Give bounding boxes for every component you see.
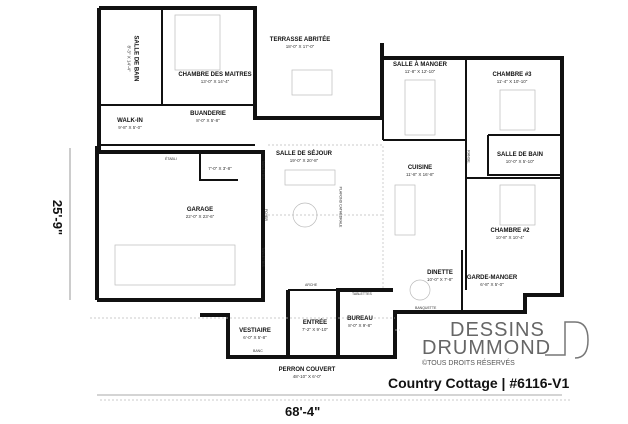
wall-right-wing [382, 56, 564, 314]
note-tablettes: TABLETTES [352, 292, 372, 296]
room-name: CHAMBRE #2 [490, 228, 530, 234]
room-name: PERRON COUVERT [278, 367, 336, 373]
dimension-line [69, 148, 562, 396]
note-banquette: BANQUETTE [415, 306, 437, 310]
room-closet: 7'-0" X 3'-8" [208, 166, 231, 172]
room-name: VESTIAIRE [239, 328, 271, 334]
bed-master [174, 14, 221, 71]
note-etabli: ÉTABLI [165, 157, 177, 161]
terrace-table [291, 69, 333, 96]
room-dims: 6'-0" X 5'-8" [243, 335, 267, 340]
room-dims: 7'-2" X 9'-10" [302, 327, 328, 332]
room-dims: 6'-8" X 5'-0" [480, 282, 504, 287]
room-dims: 11'-8" X 16'-8" [405, 172, 435, 177]
room-name: BUREAU [347, 316, 373, 322]
room-dims: 13'-0" X 14'-4" [200, 79, 230, 84]
dashed-lines [90, 144, 570, 401]
room-dims: 10'-0" X 5'-10" [505, 159, 535, 164]
kitchen-island [394, 184, 416, 236]
interior-walls [99, 8, 562, 312]
room-name: CHAMBRE #3 [492, 72, 532, 78]
logo-rights: ©TOUS DROITS RÉSERVÉS [422, 360, 515, 367]
logo-line2: DRUMMOND [422, 337, 552, 359]
room-name: CUISINE [407, 165, 433, 171]
logo-line1: DESSINS [450, 319, 545, 341]
room-dims: 11'-4" X 10'-10" [496, 79, 528, 84]
wall-left-wing [95, 8, 101, 300]
room-name: SALLE DE BAIN [496, 152, 544, 158]
truck [114, 244, 236, 286]
note-banc: BANC [253, 349, 263, 353]
room-dims: 18'-0" X 17'-0" [285, 44, 315, 49]
wall-top [99, 6, 384, 120]
room-dims: 48'-10" X 6'-0" [292, 374, 322, 379]
room-name: SALLE DE SÉJOUR [275, 151, 333, 157]
note-arche: ARCHE [305, 283, 318, 287]
room-dims: 19'-0" X 20'-8" [289, 158, 319, 163]
room-name: WALK-IN [117, 118, 143, 124]
room-dims: 10'-0" X 7'-8" [427, 277, 453, 282]
room-name: GARAGE [186, 207, 214, 213]
room-dims: 9'-8" X 5'-0" [118, 125, 142, 130]
room-name: SALLE À MANGER [393, 62, 447, 68]
room-dims: 7'-0" X 3'-8" [208, 166, 232, 171]
room-name: CHAMBRE DES MAITRES [178, 72, 252, 78]
dining-table [404, 79, 436, 136]
room-name: DINETTE [427, 270, 453, 276]
room-dims: 8'-0" X 5'-8" [196, 118, 220, 123]
room-dims: 11'-8" X 12'-10" [404, 69, 436, 74]
room-name: GARDE-MANGER [466, 275, 518, 281]
room-name: ENTRÉE [302, 320, 328, 326]
bed-2 [499, 184, 536, 226]
sofa [284, 169, 336, 186]
room-dims: 10'-8" X 10'-4" [495, 235, 525, 240]
room-name: TERRASSE ABRITÉE [269, 37, 331, 43]
room-name: BUANDERIE [190, 111, 226, 117]
plan-title: Country Cottage | #6116-V1 [388, 375, 570, 391]
dinette-table [409, 279, 431, 301]
width-dimension: 68'-4" [285, 404, 321, 419]
bed-3 [499, 89, 536, 131]
wall-bottom [97, 150, 462, 359]
room-dims: 22'-0" X 23'-6" [185, 214, 215, 219]
room-dims: 8'-0" X 9'-8" [348, 323, 372, 328]
